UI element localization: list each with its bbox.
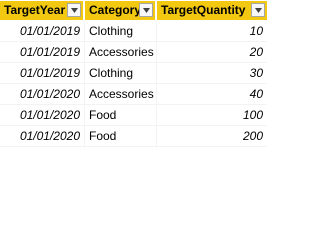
column-header-target-quantity[interactable]: TargetQuantity	[157, 1, 267, 20]
filter-dropdown-icon	[143, 8, 150, 13]
filter-dropdown-button[interactable]	[251, 3, 265, 17]
category-cell[interactable]: Food	[89, 108, 117, 122]
filter-dropdown-icon	[255, 8, 262, 13]
category-cell[interactable]: Clothing	[89, 24, 134, 38]
table-row[interactable]: 01/01/2019 Accessories 20	[0, 42, 267, 63]
column-divider	[84, 21, 85, 148]
column-header-label: TargetQuantity	[161, 3, 246, 17]
column-header-label: TargetYear	[4, 3, 66, 17]
filter-dropdown-button[interactable]	[139, 3, 153, 17]
table-row[interactable]: 01/01/2020 Accessories 40	[0, 84, 267, 105]
category-cell[interactable]: Accessories	[89, 87, 154, 101]
data-table: TargetYear Category TargetQuantity	[0, 0, 267, 148]
table-row[interactable]: 01/01/2020 Food 200	[0, 126, 267, 147]
filter-dropdown-icon	[71, 8, 78, 13]
target-quantity-cell[interactable]: 20	[249, 45, 263, 59]
filter-dropdown-button[interactable]	[67, 3, 81, 17]
column-divider	[156, 21, 157, 148]
column-header-category[interactable]: Category	[85, 1, 156, 20]
target-quantity-cell[interactable]: 30	[249, 66, 263, 80]
category-cell[interactable]: Clothing	[89, 66, 134, 80]
target-quantity-cell[interactable]: 40	[249, 87, 263, 101]
target-quantity-cell[interactable]: 100	[242, 108, 263, 122]
target-year-cell[interactable]: 01/01/2020	[19, 87, 80, 101]
table-row[interactable]: 01/01/2019 Clothing 30	[0, 63, 267, 84]
target-year-cell[interactable]: 01/01/2020	[19, 108, 80, 122]
target-year-cell[interactable]: 01/01/2019	[19, 45, 80, 59]
category-cell[interactable]: Accessories	[89, 45, 154, 59]
table-header-row: TargetYear Category TargetQuantity	[0, 0, 267, 21]
category-cell[interactable]: Food	[89, 129, 117, 143]
column-header-label: Category	[89, 3, 142, 17]
table-row[interactable]: 01/01/2020 Food 100	[0, 105, 267, 126]
target-year-cell[interactable]: 01/01/2019	[19, 66, 80, 80]
target-quantity-cell[interactable]: 10	[249, 24, 263, 38]
table-row[interactable]: 01/01/2019 Clothing 10	[0, 21, 267, 42]
target-year-cell[interactable]: 01/01/2020	[19, 129, 80, 143]
target-year-cell[interactable]: 01/01/2019	[19, 24, 80, 38]
column-header-target-year[interactable]: TargetYear	[0, 1, 84, 20]
target-quantity-cell[interactable]: 200	[242, 129, 263, 143]
